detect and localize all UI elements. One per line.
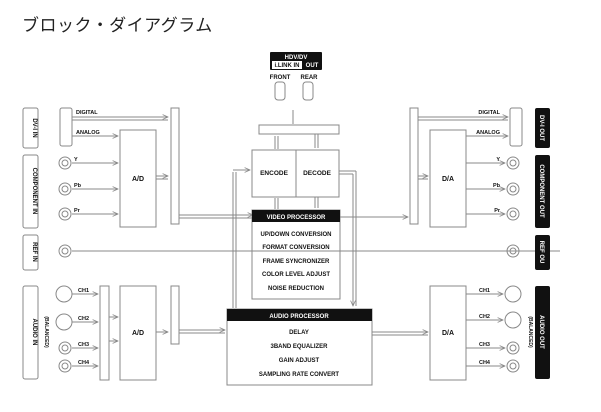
component-in-label-box	[22, 154, 39, 229]
audio-in-label-box	[22, 285, 39, 380]
ilink-out-label: OUT	[306, 63, 319, 69]
video-processor-item: COLOR LEVEL ADJUST	[262, 272, 330, 278]
component-in-label: COMPONENT IN	[31, 168, 37, 215]
audio-input-mux	[99, 285, 110, 381]
rca-ch4-in-icon	[58, 359, 72, 373]
ch3-out-label: CH3	[479, 342, 490, 348]
audio-out-label-box	[535, 286, 550, 379]
pr-in-label: Pr	[74, 208, 81, 214]
ad-audio-label: A/D	[132, 330, 144, 337]
rear-label: REAR	[300, 75, 318, 81]
rca-pr-out-icon	[506, 207, 520, 221]
xlr-ch2-out-icon	[504, 311, 522, 329]
ref-out-label: REF OU	[538, 241, 544, 264]
video-processor-header	[252, 210, 340, 222]
hdv-dv-title: HDV/DV	[285, 55, 308, 61]
video-processor-item: NOISE REDUCTION	[268, 286, 324, 292]
da-audio-block	[429, 285, 467, 381]
audio-processor-item: 3BAND EQUALIZER	[270, 344, 328, 350]
rca-ref-out-icon	[506, 244, 520, 258]
decode-label: DECODE	[303, 170, 331, 177]
ad-video-label: A/D	[132, 176, 144, 183]
rca-pb-in-icon	[58, 182, 72, 196]
analog-in-label: ANALOG	[76, 130, 100, 136]
video-processor-item: FRAME SYNCRONIZER	[263, 259, 330, 265]
analog-out-label: ANALOG	[476, 130, 500, 136]
audio-processor-header	[227, 309, 372, 321]
ch1-in-label: CH1	[78, 288, 89, 294]
video-output-bus	[409, 107, 419, 225]
dvi-out-connector-icon	[509, 107, 523, 147]
ilink-in-label: i.LINK IN	[275, 63, 300, 69]
ref-in-label-box	[22, 234, 39, 271]
audio-input-bus	[170, 285, 180, 345]
digital-out-label: DIGITAL	[478, 110, 500, 116]
audio-processor-item: DELAY	[289, 330, 309, 336]
audio-in-balanced: (BALANCED)	[43, 316, 49, 348]
audio-in-label: AUDIO IN	[31, 319, 37, 346]
page-title: ブロック・ダイアグラム	[22, 16, 213, 36]
ch1-out-label: CH1	[479, 288, 490, 294]
xlr-ch1-in-icon	[55, 285, 73, 303]
dvi-out-label-box	[535, 108, 550, 148]
y-out-label: Y	[496, 157, 500, 163]
xlr-ch2-in-icon	[55, 313, 73, 331]
audio-out-balanced: (BALANCED)	[527, 316, 533, 348]
component-out-label-box	[535, 155, 550, 228]
video-processor-title: VIDEO PROCESSOR	[267, 215, 326, 221]
audio-processor-title: AUDIO PROCESSOR	[269, 314, 329, 320]
video-input-bus	[170, 107, 180, 225]
y-in-label: Y	[74, 157, 78, 163]
encode-label: ENCODE	[260, 170, 288, 177]
ad-audio-block	[119, 285, 157, 381]
rca-ref-in-icon	[58, 244, 72, 258]
audio-out-label: AUDIO OUT	[538, 315, 544, 349]
video-processor-item: UP/DOWN CONVERSION	[260, 232, 331, 238]
rca-y-out-icon	[506, 156, 520, 170]
dvi-in-label-box	[22, 107, 39, 149]
dvi-out-label: DV-I OUT	[538, 115, 544, 141]
audio-processor-item: SAMPLING RATE CONVERT	[259, 372, 340, 378]
ref-in-label: REF IN	[31, 242, 37, 262]
da-audio-label: D/A	[442, 330, 454, 337]
ch2-in-label: CH2	[78, 316, 89, 322]
front-label: FRONT	[270, 75, 291, 81]
ch4-out-label: CH4	[479, 360, 491, 366]
da-video-block	[429, 129, 467, 228]
pb-out-label: Pb	[493, 183, 501, 189]
rca-ch3-in-icon	[58, 341, 72, 355]
rca-ch4-out-icon	[506, 359, 520, 373]
rca-pr-in-icon	[58, 207, 72, 221]
ch3-in-label: CH3	[78, 342, 89, 348]
component-out-label: COMPONENT OUT	[538, 164, 544, 218]
digital-in-label: DIGITAL	[76, 110, 98, 116]
xlr-ch1-out-icon	[504, 285, 522, 303]
ch2-out-label: CH2	[479, 314, 490, 320]
pr-out-label: Pr	[494, 208, 501, 214]
da-video-label: D/A	[442, 176, 454, 183]
audio-processor-item: GAIN ADJUST	[279, 358, 320, 364]
ch4-in-label: CH4	[78, 360, 90, 366]
ref-out-label-box	[535, 235, 550, 270]
dvi-in-label: DV-I IN	[31, 118, 37, 137]
ilink-rear-connector-icon	[302, 81, 314, 101]
pb-in-label: Pb	[74, 183, 82, 189]
rca-y-in-icon	[58, 156, 72, 170]
rca-ch3-out-icon	[506, 341, 520, 355]
ilink-bus	[258, 124, 340, 135]
ilink-front-connector-icon	[274, 81, 286, 101]
video-processor-item: FORMAT CONVERSION	[262, 245, 329, 251]
rca-pb-out-icon	[506, 182, 520, 196]
dvi-in-connector-icon	[59, 107, 73, 147]
